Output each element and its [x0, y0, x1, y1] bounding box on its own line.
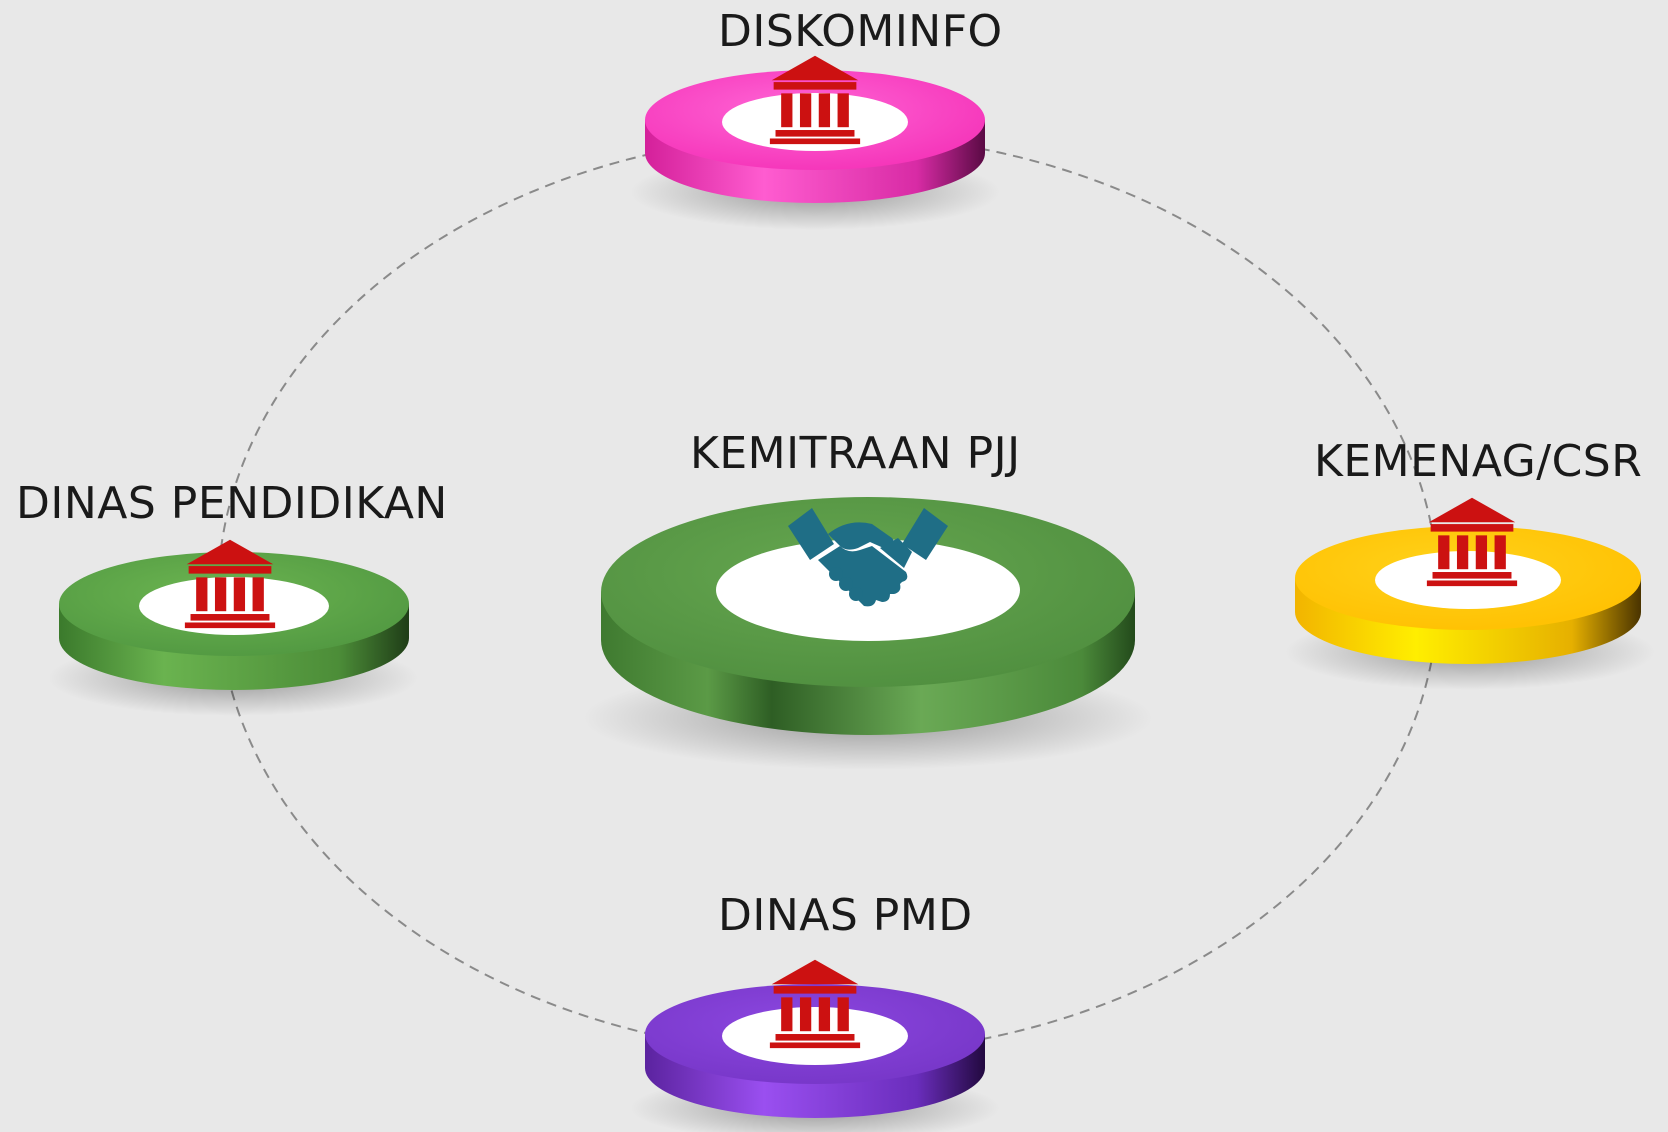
partner-label-dinas-pmd: DINAS PMD	[718, 890, 973, 941]
partner-node-kemenag-csr[interactable]	[1285, 497, 1655, 690]
partner-label-dinas-pendidikan: DINAS PENDIDIKAN	[16, 478, 448, 529]
partner-label-diskominfo: DISKOMINFO	[718, 6, 1003, 57]
partner-label-kemenag-csr: KEMENAG/CSR	[1314, 436, 1643, 487]
center-node-kemitraan-pjj[interactable]	[583, 497, 1153, 770]
partner-node-diskominfo[interactable]	[630, 55, 1000, 230]
disc-center-plate	[1375, 551, 1561, 609]
partner-node-dinas-pmd[interactable]	[630, 959, 1000, 1132]
partner-node-dinas-pendidikan[interactable]	[48, 539, 418, 716]
center-label-kemitraan-pjj: KEMITRAAN PJJ	[690, 428, 1021, 479]
disc-center-plate	[722, 93, 908, 151]
